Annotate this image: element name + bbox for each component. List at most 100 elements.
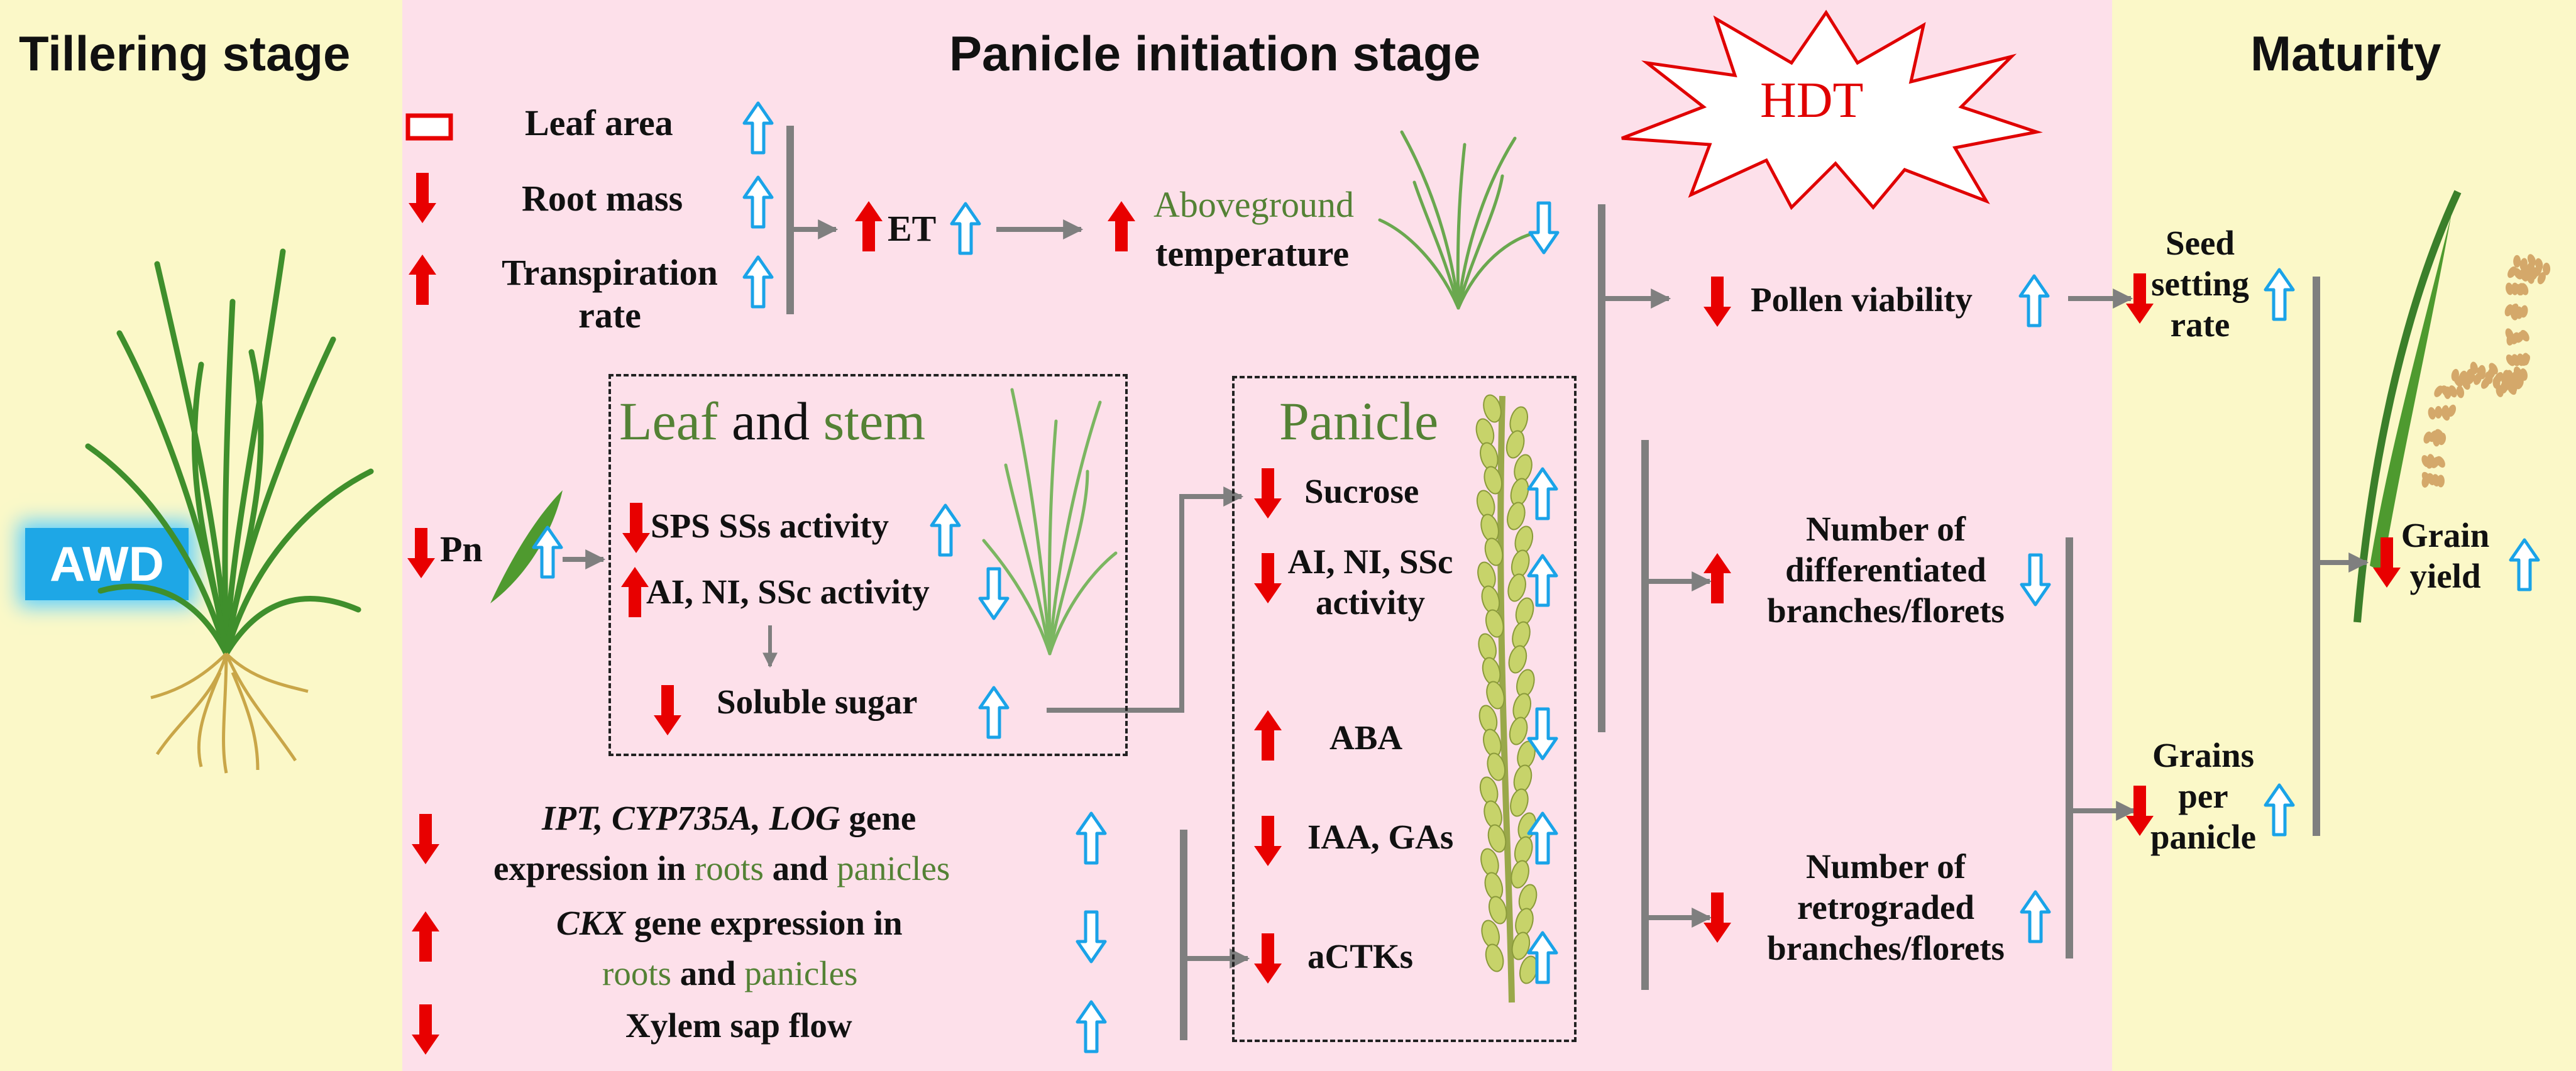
seed-setting-rate-label: Seed setting rate	[2151, 224, 2249, 344]
pn-label: Pn	[440, 529, 483, 569]
panicles-word-2: panicles	[744, 954, 858, 992]
ai-ni-label: AI, NI, SSc activity	[646, 573, 930, 611]
hdt-label: HDT	[1760, 73, 1864, 128]
maturity-panel	[2112, 0, 2576, 1071]
blue-hollow-up-arrow-icon	[929, 503, 962, 560]
blue-hollow-up-arrow-icon	[2263, 783, 2296, 840]
blue-hollow-up-arrow-icon	[742, 101, 774, 158]
maturity-header: Maturity	[2250, 26, 2441, 81]
red-up-arrow-icon	[1254, 710, 1282, 764]
blue-hollow-up-arrow-icon	[2019, 889, 2052, 947]
rice-plant-icon	[1378, 130, 1539, 310]
red-down-arrow-icon	[1254, 468, 1282, 522]
transpiration-rate-label: Transpiration rate	[502, 252, 718, 336]
pollen-viability-label: Pollen viability	[1751, 280, 1973, 319]
ai-ni-ssc-label: AI, NI, SSc activity	[1287, 542, 1453, 622]
retrograded-florets-label: Number of retrograded branches/florets	[1767, 847, 2005, 967]
actks-label: aCTKs	[1307, 937, 1414, 975]
blue-hollow-up-arrow-icon	[1526, 811, 1559, 868]
red-down-arrow-icon	[2373, 537, 2401, 591]
leaf-and-stem-box	[608, 374, 1128, 756]
soluble-sugar-label: Soluble sugar	[717, 683, 918, 721]
red-up-arrow-icon	[855, 201, 883, 255]
red-down-arrow-icon	[1704, 892, 1731, 946]
blue-hollow-up-arrow-icon	[531, 525, 564, 582]
blue-hollow-down-arrow-icon	[977, 567, 1010, 624]
panicles-word: panicles	[837, 849, 950, 887]
blue-hollow-up-arrow-icon	[949, 201, 982, 258]
red-down-arrow-icon	[409, 173, 436, 226]
red-down-arrow-icon	[1254, 933, 1282, 987]
blue-hollow-up-arrow-icon	[742, 255, 774, 312]
blue-hollow-up-arrow-icon	[2508, 537, 2541, 595]
red-up-arrow-icon	[1704, 553, 1731, 607]
red-up-arrow-icon	[412, 911, 439, 965]
sucrose-label: Sucrose	[1304, 472, 1419, 510]
gene-line-2: expression in roots and panicles	[493, 849, 950, 888]
red-down-arrow-icon	[2126, 273, 2154, 327]
panicle-initiation-panel	[402, 0, 2112, 1071]
blue-hollow-up-arrow-icon	[1526, 930, 1559, 987]
grains-per-panicle-label: Grains per panicle	[2150, 736, 2257, 856]
leaf-icon	[490, 490, 563, 603]
box-title-stem: stem	[823, 391, 926, 451]
blue-hollow-up-arrow-icon	[2018, 273, 2050, 331]
red-down-arrow-icon	[622, 503, 650, 556]
temperature-label: temperature	[1155, 233, 1350, 274]
box-title-leaf-and-stem: Leaf and stem	[619, 390, 925, 453]
differentiated-florets-label: Number of differentiated branches/floret…	[1767, 510, 2005, 630]
ckx-name: CKX	[556, 904, 626, 942]
blue-hollow-down-arrow-icon	[1075, 910, 1108, 967]
blue-hollow-up-arrow-icon	[742, 175, 774, 232]
leaf-area-label: Leaf area	[525, 102, 673, 143]
red-up-arrow-icon	[409, 255, 436, 308]
gene-word: gene	[849, 799, 916, 837]
sps-label: SPS SSs activity	[651, 507, 889, 545]
roots-word: roots	[694, 849, 764, 887]
red-down-arrow-icon	[407, 528, 435, 581]
red-down-arrow-icon	[412, 814, 439, 867]
and-word-2: and	[680, 954, 736, 992]
panicle-initiation-header: Panicle initiation stage	[949, 26, 1481, 81]
et-label: ET	[888, 208, 937, 249]
box-title-leaf: Leaf	[619, 391, 718, 451]
gene-names: IPT, CYP735A, LOG	[542, 799, 840, 837]
blue-hollow-up-arrow-icon	[1526, 553, 1559, 610]
starburst-icon	[1621, 9, 2043, 211]
blue-hollow-up-arrow-icon	[977, 685, 1010, 742]
ckx-line-1: CKX gene expression in	[556, 903, 903, 943]
blue-hollow-up-arrow-icon	[1075, 811, 1108, 868]
iaa-label: IAA, GAs	[1307, 818, 1454, 856]
red-down-arrow-icon	[1254, 553, 1282, 607]
xylem-label: Xylem sap flow	[625, 1006, 852, 1045]
red-rectangle-unchanged-icon	[405, 113, 453, 144]
rice-plant-icon	[85, 248, 374, 774]
tillering-header: Tillering stage	[19, 26, 351, 81]
red-down-arrow-icon	[1704, 277, 1731, 330]
red-down-arrow-icon	[1254, 816, 1282, 869]
blue-hollow-up-arrow-icon	[1526, 466, 1559, 524]
red-down-arrow-icon	[2126, 786, 2154, 839]
red-up-arrow-icon	[621, 567, 649, 620]
ckx-line-2: roots and panicles	[602, 953, 857, 993]
blue-hollow-down-arrow-icon	[1527, 201, 1560, 258]
aba-label: ABA	[1329, 718, 1403, 757]
root-mass-label: Root mass	[522, 178, 683, 219]
blue-hollow-down-arrow-icon	[1526, 707, 1559, 764]
and-word: and	[772, 849, 828, 887]
ckx-rest: gene expression in	[634, 904, 903, 942]
rice-plant-icon	[2353, 190, 2551, 623]
gene-line-1: IPT, CYP735A, LOG gene	[542, 798, 916, 838]
panicle-box	[1232, 376, 1577, 1042]
rice-plant-icon	[982, 388, 1118, 656]
red-down-arrow-icon	[412, 1004, 439, 1058]
red-up-arrow-icon	[1108, 201, 1135, 255]
blue-hollow-down-arrow-icon	[2019, 553, 2052, 610]
rice-panicle-icon	[1475, 394, 1538, 1003]
blue-hollow-up-arrow-icon	[1075, 999, 1108, 1057]
grain-yield-label: Grain yield	[2401, 516, 2490, 595]
expr-in: expression in	[493, 849, 686, 887]
roots-word-2: roots	[602, 954, 671, 992]
